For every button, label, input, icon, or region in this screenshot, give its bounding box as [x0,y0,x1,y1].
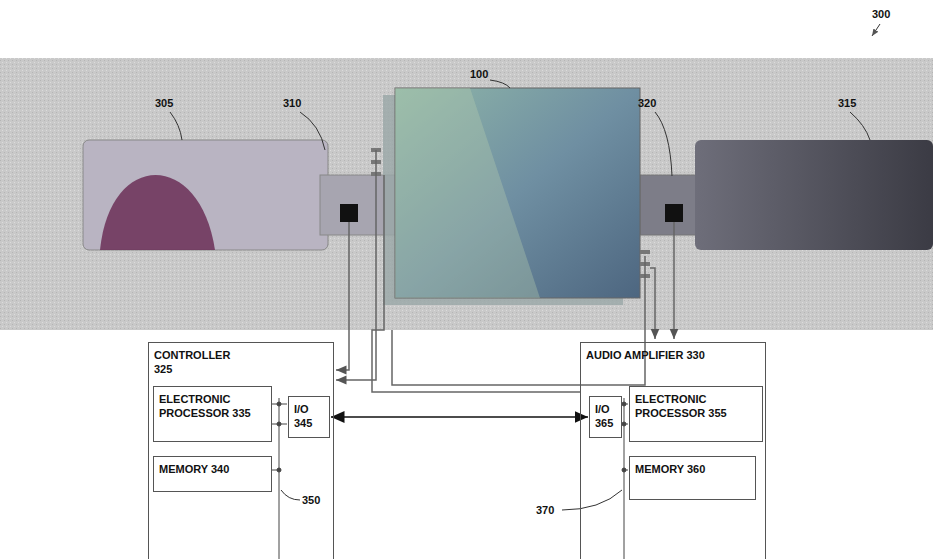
box-label: MEMORY 360 [635,463,750,477]
device-shade [395,88,540,298]
callout-number: 320 [638,97,656,109]
sensor-320 [665,204,683,222]
cylinder-305 [83,140,328,250]
waveform-shape [100,175,215,250]
callout-number: 300 [872,8,890,20]
callout-number: 370 [536,504,554,516]
pin [640,250,650,254]
callout-number: 310 [283,97,301,109]
callout-number: 315 [838,97,856,109]
textured-ground [0,58,933,330]
leader-line [490,80,510,88]
amplifier-box: AUDIO AMPLIFIER 330I/O 365 ELECTRONIC PRO… [580,342,766,559]
leader-line [562,490,622,510]
box-label: AUDIO AMPLIFIER 330 [586,349,706,363]
memory-box: MEMORY 340 [153,456,272,492]
memory-box: MEMORY 360 [629,456,756,500]
leader-line [281,490,300,500]
box-label: I/O 345 [294,403,324,431]
callout-number: 100 [470,68,488,80]
leader-arrow [872,24,880,36]
box-label: CONTROLLER 325 [154,349,244,377]
box-label: MEMORY 340 [159,463,266,477]
box-ground [580,342,766,559]
io-box: I/O 365 [589,396,622,438]
callout-number: 305 [155,97,173,109]
callout-number: 350 [302,494,320,506]
sensor-310 [340,204,358,222]
controller-box: CONTROLLER 325ELECTRONIC PROCESSOR 335 I/… [148,342,334,559]
cylinder-315 [695,140,933,250]
leader-line [170,112,182,140]
processor-box: ELECTRONIC PROCESSOR 355 [629,386,763,442]
box-label: ELECTRONIC PROCESSOR 335 [159,393,266,421]
device-100 [395,88,640,298]
leader-line [655,112,672,176]
leader-line [300,112,325,150]
bidirectional-arrow [331,416,588,418]
io-box: I/O 345 [288,396,330,438]
box-ground [148,342,334,559]
processor-box: ELECTRONIC PROCESSOR 335 [153,386,272,442]
box-label: ELECTRONIC PROCESSOR 355 [635,393,757,421]
leader-line [850,112,870,140]
box-label: I/O 365 [595,403,616,431]
